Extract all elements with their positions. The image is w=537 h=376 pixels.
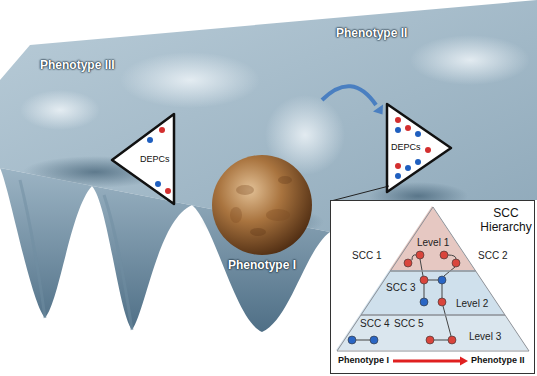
phenotype-axis-label: Phenotype II bbox=[471, 355, 525, 366]
phenotype-label: Phenotype II bbox=[336, 26, 407, 40]
ball-texture bbox=[250, 228, 266, 236]
transition-arrow bbox=[322, 86, 376, 105]
ball-texture bbox=[266, 209, 290, 221]
depc-triangle: DEPCs bbox=[108, 110, 178, 208]
inset-background bbox=[330, 200, 535, 374]
level-label: Level 2 bbox=[456, 298, 488, 310]
scc-label: SCC 2 bbox=[478, 250, 507, 262]
ball-texture bbox=[278, 176, 292, 184]
depc-triangle-shape bbox=[387, 104, 451, 192]
level-fill bbox=[336, 314, 528, 350]
level-band-shape bbox=[337, 315, 529, 351]
scc-label: SCC 4 bbox=[360, 318, 389, 330]
well-shading bbox=[20, 180, 45, 318]
hill-highlight bbox=[120, 52, 260, 108]
population-label: DEPCs bbox=[140, 154, 170, 165]
level-label: Level 3 bbox=[469, 331, 501, 343]
triangle-fill bbox=[112, 114, 174, 204]
hill-highlight bbox=[410, 35, 530, 85]
population-label: DEPCs bbox=[391, 142, 421, 153]
level-label: Level 1 bbox=[417, 237, 449, 249]
level-fill bbox=[360, 270, 504, 314]
level-band-shape bbox=[361, 271, 505, 315]
phenotype-shift-arrowhead bbox=[460, 357, 468, 366]
phenotype-axis-label: Phenotype I bbox=[338, 355, 389, 366]
level-band-shape bbox=[390, 207, 475, 271]
panel-title: SCC Hierarchy bbox=[478, 206, 534, 235]
ball bbox=[212, 155, 312, 255]
phenotype-shift-arrow bbox=[393, 360, 461, 363]
level-fill bbox=[389, 206, 474, 270]
depc-triangle-shape bbox=[112, 114, 174, 204]
scc-label: SCC 1 bbox=[352, 250, 381, 262]
phenotype-label: Phenotype III bbox=[40, 58, 115, 72]
well-shading bbox=[104, 195, 132, 330]
depc-dots bbox=[147, 117, 431, 194]
phenotype-label: Phenotype I bbox=[228, 258, 296, 272]
ball-texture bbox=[230, 207, 242, 223]
hill-highlight bbox=[20, 90, 100, 130]
level-band: Level 2 bbox=[360, 270, 507, 316]
level-band: Level 1 bbox=[389, 206, 477, 272]
depc-triangle: DEPCs bbox=[383, 100, 455, 196]
ball-texture bbox=[236, 185, 254, 195]
scc-links bbox=[356, 255, 456, 340]
transition-arrowhead bbox=[373, 105, 383, 115]
scc-label: SCC 5 bbox=[394, 318, 423, 330]
zoom-leader bbox=[331, 186, 389, 201]
scc-state bbox=[348, 251, 460, 344]
inset-panel: SCC HierarchyLevel 1 Level 2 Level 3 bbox=[330, 200, 535, 374]
scc-label: SCC 3 bbox=[386, 282, 415, 294]
level-band-outline bbox=[360, 270, 507, 316]
triangle-fill bbox=[387, 104, 451, 192]
